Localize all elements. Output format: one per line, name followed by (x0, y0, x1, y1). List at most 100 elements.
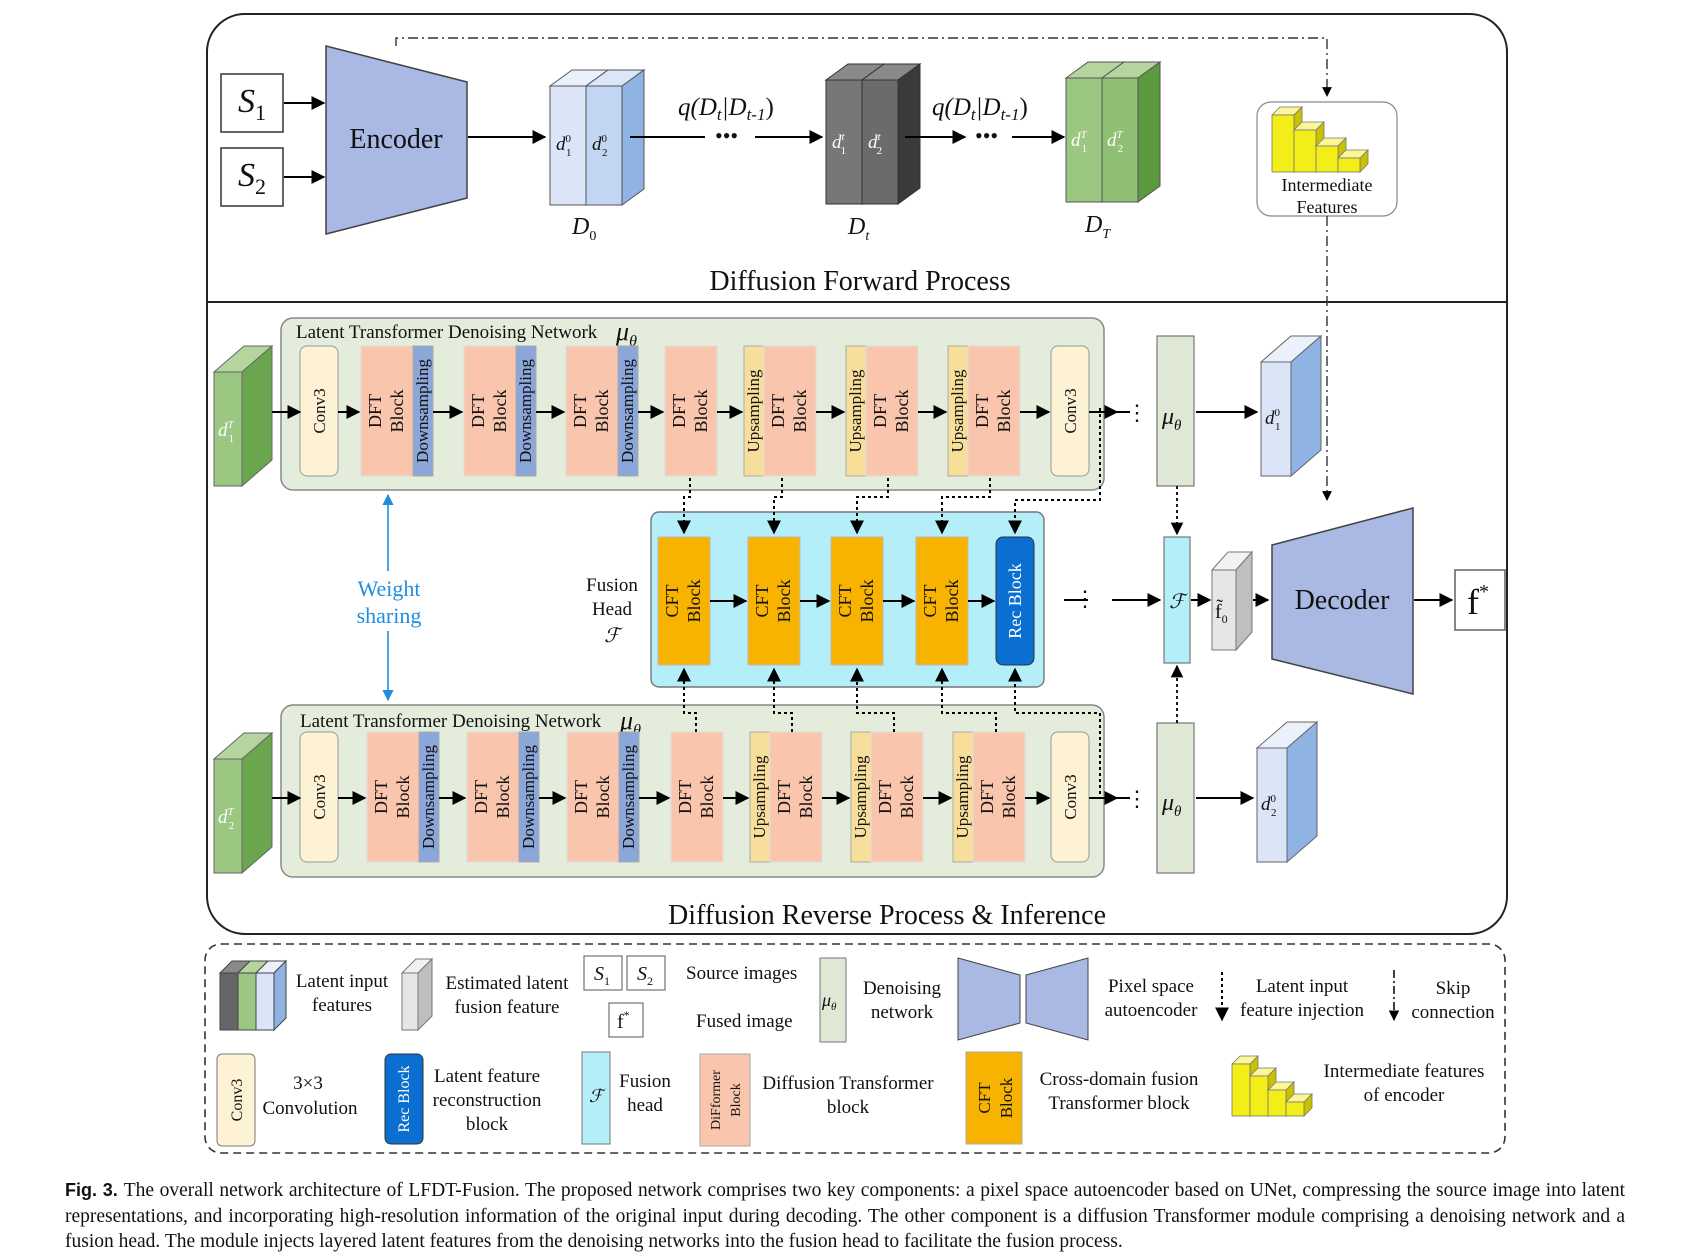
cft-label: CFT (662, 584, 682, 617)
dft-label: DFT (571, 780, 591, 814)
dft-label: DFT (977, 780, 997, 814)
svg-text:μθ: μθ (821, 990, 837, 1013)
encoder: Encoder (325, 45, 468, 235)
dft-label: DFT (471, 780, 491, 814)
mu-theta-bottom-label: μθ (619, 706, 641, 739)
svg-text:μθ: μθ (1161, 404, 1182, 434)
dft-block (463, 345, 517, 477)
dft-label: Block (999, 776, 1019, 819)
svg-text:dt2: dt2 (868, 131, 882, 157)
dft-label: Block (490, 390, 510, 433)
legend-estimated-label: Estimated latent (446, 973, 570, 994)
svg-text:D0: D0 (571, 214, 596, 244)
dft-label: DFT (675, 780, 695, 814)
dft-label: Block (897, 776, 917, 819)
svg-text:d02: d02 (1261, 793, 1277, 819)
legend-intermediate-icon (1231, 1055, 1313, 1117)
upsampling-label: Upsampling (851, 755, 870, 839)
forward-title: Diffusion Forward Process (709, 266, 1010, 297)
dft-block (865, 345, 919, 477)
intermediate-features-box: Intermediate Features (1256, 101, 1398, 217)
svg-text:dT1: dT1 (1071, 129, 1088, 155)
dft-label: Block (790, 390, 810, 433)
dft-block (769, 731, 823, 863)
svg-text:f*: f* (617, 1008, 630, 1033)
legend-rec-label-3: block (466, 1114, 509, 1135)
upsampling-label: Upsampling (750, 755, 769, 839)
dft-block (763, 345, 817, 477)
dft-label: DFT (870, 394, 890, 428)
cft-label: Block (942, 580, 962, 623)
dft-block (466, 731, 520, 863)
svg-text:S2: S2 (238, 157, 266, 199)
dft-label: Block (994, 390, 1014, 433)
fusion-head-label: Fusion (586, 575, 638, 596)
svg-text:ℱ: ℱ (1169, 591, 1188, 613)
legend-intermediate-label-2: of encoder (1364, 1085, 1445, 1106)
svg-text:d02: d02 (592, 133, 608, 159)
cft-label: CFT (752, 584, 772, 617)
weight-sharing-label: Weight (358, 576, 421, 601)
conv3-label: Conv3 (310, 774, 329, 819)
cft-label: Block (857, 580, 877, 623)
svg-text:dT2: dT2 (218, 806, 235, 832)
dft-label: DFT (570, 394, 590, 428)
legend-estimated-label-2: fusion feature (455, 997, 560, 1018)
legend-pixel-ae-label: Pixel space (1108, 976, 1194, 997)
encoder-skip-connection (395, 37, 1332, 97)
fusion-symbol: ℱ (604, 625, 623, 647)
legend-denoising-label: Denoising (863, 978, 942, 999)
fused-image-output: f* (1454, 569, 1506, 631)
legend-fusion-label: Fusion (619, 1071, 671, 1092)
upsampling-label: Upsampling (948, 369, 967, 453)
main-frame (206, 13, 1508, 935)
legend-skip-label: Skip (1436, 978, 1471, 999)
legend-rec-label: Latent feature (434, 1066, 540, 1087)
dft-label: Block (892, 390, 912, 433)
legend-cft-label: Cross-domain fusion (1040, 1069, 1199, 1090)
reverse-title: Diffusion Reverse Process & Inference (668, 900, 1106, 931)
estimated-fusion-feature: f̃0 (1210, 550, 1254, 652)
source-image-s2: S2 (220, 147, 284, 207)
svg-text:DT: DT (1084, 212, 1111, 242)
svg-text:Block: Block (729, 1083, 744, 1116)
legend-intermediate-label: Intermediate features (1324, 1061, 1485, 1082)
svg-text:dT1: dT1 (218, 419, 235, 445)
cft-label: CFT (835, 584, 855, 617)
injection-lines (677, 408, 1101, 794)
rec-block (995, 536, 1035, 666)
legend-conv-box: Conv3 (216, 1053, 256, 1147)
denoising-network-top-title: Latent Transformer Denoising Network (296, 322, 598, 343)
mu-theta-top-label: μθ (615, 317, 637, 350)
legend-cft-label-2: Transformer block (1048, 1093, 1190, 1114)
latent-input-features-icon (218, 959, 288, 1032)
legend-fstar-icon: f* (608, 1002, 644, 1038)
legend-s1-icon: S1 (583, 955, 623, 991)
legend-diff-label-2: block (827, 1097, 870, 1118)
conv3-label: Conv3 (1061, 388, 1080, 433)
fusion-output-box: ℱ (1163, 536, 1191, 664)
svg-text:CFT: CFT (975, 1082, 994, 1114)
dft-label: Block (691, 390, 711, 433)
dft-label: DFT (972, 394, 992, 428)
dft-block (670, 731, 724, 863)
downsampling-label: Downsampling (419, 745, 438, 849)
dft-label: DFT (468, 394, 488, 428)
upsampling-label: Upsampling (846, 369, 865, 453)
legend-fusion-label-2: head (627, 1095, 663, 1116)
cft-label: Block (774, 580, 794, 623)
source-image-s1: S1 (220, 73, 284, 133)
svg-text:⋮: ⋮ (1126, 400, 1148, 425)
svg-text:dT2: dT2 (1107, 129, 1124, 155)
legend-injection-label-2: feature injection (1240, 1000, 1364, 1021)
legend-frame (204, 943, 1506, 1154)
caption-text: The overall network architecture of LFDT… (65, 1180, 1625, 1252)
legend-rec-label-2: reconstruction (433, 1090, 542, 1111)
svg-text:S1: S1 (238, 83, 266, 125)
legend-mu-box: μθ (819, 957, 847, 1043)
